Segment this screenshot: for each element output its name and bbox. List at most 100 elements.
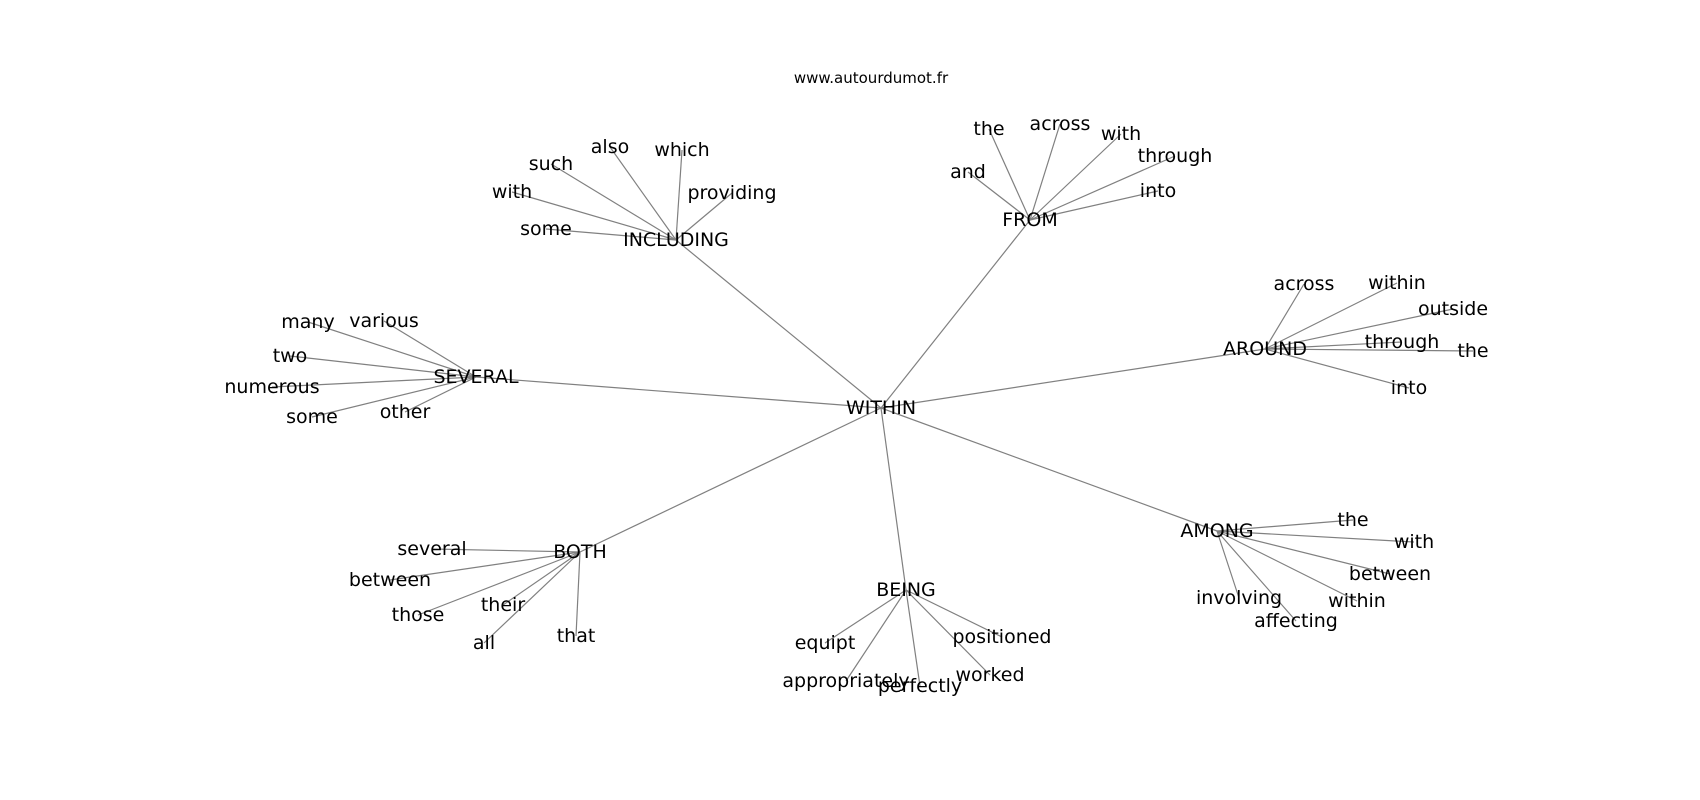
edge-being-equipt (824, 589, 907, 644)
edge-among-affecting (1216, 530, 1297, 622)
edge-within-both (579, 407, 882, 553)
edge-within-being (880, 407, 907, 591)
edge-around-into (1264, 348, 1410, 389)
edge-being-appropriately (845, 589, 907, 682)
word-node-several-numerous[interactable]: numerous (224, 376, 319, 398)
hub-node-several[interactable]: SEVERAL (433, 366, 518, 388)
word-node-being-equipt[interactable]: equipt (795, 632, 856, 654)
hub-node-among[interactable]: AMONG (1180, 520, 1253, 542)
word-node-being-worked[interactable]: worked (955, 664, 1024, 686)
edge-within-several (475, 376, 882, 409)
edge-among-involving (1216, 530, 1240, 599)
word-node-among-affecting[interactable]: affecting (1254, 610, 1338, 632)
word-node-several-many[interactable]: many (281, 311, 334, 333)
edge-being-worked (905, 589, 991, 676)
word-node-among-between[interactable]: between (1349, 563, 1431, 585)
word-node-being-positioned[interactable]: positioned (952, 626, 1051, 648)
edge-including-with (511, 191, 677, 241)
word-node-including-also[interactable]: also (591, 136, 629, 158)
word-node-from-across[interactable]: across (1030, 113, 1091, 135)
word-node-around-across[interactable]: across (1274, 273, 1335, 295)
word-node-several-various[interactable]: various (349, 310, 419, 332)
word-node-both-several[interactable]: several (397, 538, 466, 560)
word-node-including-which[interactable]: which (654, 139, 709, 161)
edge-around-outside (1264, 308, 1454, 350)
edge-both-all (483, 551, 581, 644)
edge-from-through (1029, 155, 1176, 221)
word-node-from-through[interactable]: through (1138, 145, 1213, 167)
edge-among-within (1216, 530, 1358, 602)
edge-several-two (289, 355, 477, 378)
edge-including-such (550, 163, 677, 241)
word-node-several-two[interactable]: two (273, 345, 308, 367)
word-node-several-other[interactable]: other (380, 401, 431, 423)
word-node-from-the[interactable]: the (973, 118, 1004, 140)
edge-among-between (1216, 530, 1391, 575)
edge-being-perfectly (905, 589, 921, 687)
graph-labels: some with such also which providing and the acro… (224, 113, 1488, 697)
word-node-including-providing[interactable]: providing (687, 182, 776, 204)
site-url: www.autourdumot.fr (794, 69, 949, 87)
edge-several-other (404, 376, 477, 413)
word-node-including-with[interactable]: with (492, 181, 532, 203)
hub-node-including[interactable]: INCLUDING (623, 229, 729, 251)
word-node-from-and[interactable]: and (950, 161, 986, 183)
edge-both-those (417, 551, 581, 616)
edge-from-across (1029, 123, 1061, 221)
edge-among-with (1216, 530, 1415, 543)
edge-both-between (389, 551, 581, 581)
edge-both-their (502, 551, 581, 606)
word-node-around-outside[interactable]: outside (1418, 298, 1488, 320)
hub-node-from[interactable]: FROM (1002, 209, 1057, 231)
edge-from-with (1029, 133, 1122, 221)
edge-including-some (545, 228, 677, 241)
word-node-being-perfectly[interactable]: perfectly (878, 675, 962, 697)
word-node-several-some[interactable]: some (286, 406, 338, 428)
word-node-both-between[interactable]: between (349, 569, 431, 591)
edge-both-several (431, 548, 581, 553)
word-node-around-the[interactable]: the (1457, 340, 1488, 362)
edge-within-from (880, 219, 1031, 409)
edge-around-within (1264, 282, 1398, 350)
word-node-including-some[interactable]: some (520, 218, 572, 240)
word-node-around-into[interactable]: into (1391, 377, 1427, 399)
edge-including-providing (675, 192, 733, 241)
edge-from-into (1029, 190, 1159, 221)
word-node-both-those[interactable]: those (392, 604, 445, 626)
word-node-among-involving[interactable]: involving (1196, 587, 1282, 609)
edge-both-that (575, 551, 581, 637)
word-node-among-the[interactable]: the (1337, 509, 1368, 531)
edge-from-and (967, 171, 1031, 221)
word-node-among-within[interactable]: within (1328, 590, 1386, 612)
edge-around-through (1264, 341, 1403, 350)
word-node-both-their[interactable]: their (481, 594, 525, 616)
word-node-among-with[interactable]: with (1394, 531, 1434, 553)
hub-node-both[interactable]: BOTH (553, 541, 607, 563)
word-node-including-such[interactable]: such (529, 153, 573, 175)
edge-being-positioned (905, 589, 1003, 638)
hub-node-being[interactable]: BEING (876, 579, 936, 601)
word-node-around-through[interactable]: through (1365, 331, 1440, 353)
word-node-from-with[interactable]: with (1101, 123, 1141, 145)
edge-including-also (609, 146, 677, 241)
word-node-both-that[interactable]: that (557, 625, 596, 647)
hub-node-around[interactable]: AROUND (1223, 338, 1307, 360)
edge-within-including (675, 239, 882, 409)
edge-including-which (675, 149, 683, 241)
word-node-around-within[interactable]: within (1368, 272, 1426, 294)
edge-within-around (880, 348, 1266, 409)
edge-within-among (880, 407, 1218, 532)
edge-several-numerous (271, 376, 477, 388)
center-node-within[interactable]: WITHIN (846, 397, 916, 419)
edge-from-the (988, 128, 1031, 221)
edge-several-various (383, 320, 477, 378)
word-node-both-all[interactable]: all (473, 632, 495, 654)
edge-around-the (1264, 348, 1474, 352)
edge-several-many (307, 321, 477, 378)
graph-edges (271, 123, 1474, 687)
edge-several-some (311, 376, 477, 418)
edge-around-across (1264, 283, 1305, 350)
word-node-from-into[interactable]: into (1140, 180, 1176, 202)
word-node-being-appropriately[interactable]: appropriately (782, 670, 909, 692)
